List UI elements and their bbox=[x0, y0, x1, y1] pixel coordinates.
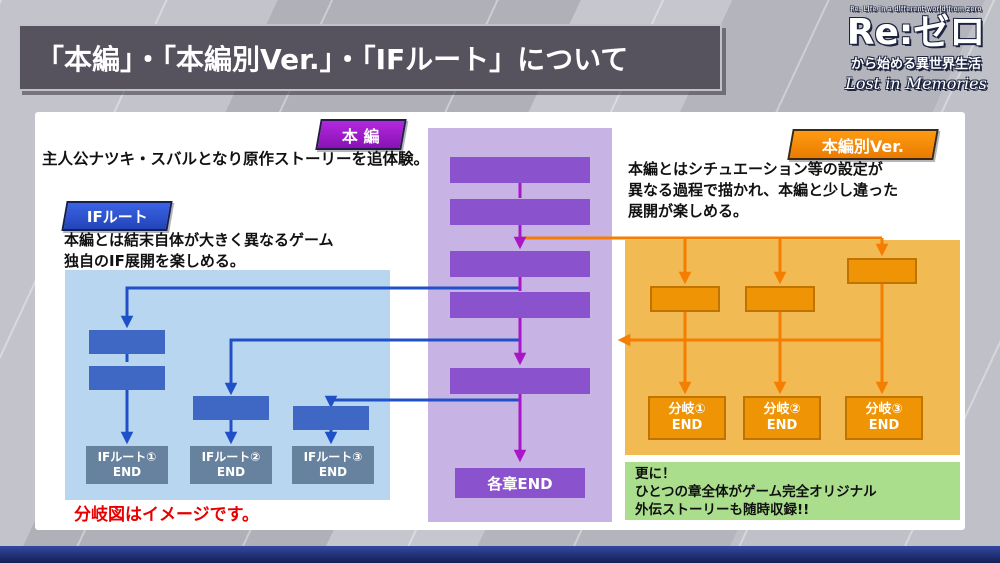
alt-end-2-name: 分岐② bbox=[763, 401, 801, 417]
if-route-badge: IFルート bbox=[61, 201, 173, 231]
if-end-1-label: END bbox=[112, 465, 142, 479]
if-end-box-2: IFルート② END bbox=[190, 446, 272, 484]
alt-desc-line-3: 展開が楽しめる。 bbox=[628, 202, 749, 220]
alt-version-description: 本編とはシチュエーション等の設定が 異なる過程で描かれ、本編と少し違った 展開が… bbox=[628, 159, 898, 222]
main-story-badge-label: 本 編 bbox=[342, 126, 380, 146]
flow-box-if-1b bbox=[89, 366, 165, 390]
extra-info-line-2: ひとつの章全体がゲーム完全オリジナル bbox=[635, 483, 877, 500]
flow-box-alt-1 bbox=[650, 286, 720, 312]
diagram-disclaimer: 分岐図はイメージです。 bbox=[74, 505, 259, 525]
alt-version-badge: 本編別Ver. bbox=[787, 129, 939, 160]
if-end-3-label: END bbox=[318, 465, 348, 479]
alt-end-1-name: 分岐① bbox=[668, 401, 706, 417]
if-desc-line-1: 本編とは結末自体が大きく異なるゲーム bbox=[64, 231, 334, 249]
extra-info-line-1: 更に！ bbox=[635, 466, 676, 482]
title-banner: 「本編」・「本編別Ver.」・「IFルート」について bbox=[18, 24, 722, 91]
if-end-2-name: IFルート② bbox=[201, 450, 261, 464]
alt-version-badge-label: 本編別Ver. bbox=[821, 136, 905, 156]
logo-tagline: Re: Life in a different world from zero bbox=[850, 6, 982, 13]
if-end-box-1: IFルート① END bbox=[86, 446, 168, 484]
flow-box-if-1a bbox=[89, 330, 165, 354]
flow-box-if-2 bbox=[193, 396, 269, 420]
alt-end-box-3: 分岐③ END bbox=[845, 396, 923, 440]
if-route-description: 本編とは結末自体が大きく異なるゲーム 独自のIF展開を楽しめる。 bbox=[64, 230, 334, 272]
flow-box-alt-3 bbox=[847, 258, 917, 284]
logo-script-text: Lost in Memories bbox=[845, 73, 987, 93]
flow-box-main-1 bbox=[450, 157, 590, 183]
logo-subtitle: から始める異世界生活 bbox=[850, 56, 981, 72]
bottom-bar bbox=[0, 546, 1000, 563]
if-end-3-name: IFルート③ bbox=[303, 450, 363, 464]
logo-title: Re:ゼロ bbox=[846, 12, 986, 53]
alt-end-1-label: END bbox=[671, 418, 703, 433]
flow-box-main-3 bbox=[450, 251, 590, 277]
game-logo: Re: Life in a different world from zero … bbox=[838, 6, 994, 93]
alt-end-box-1: 分岐① END bbox=[648, 396, 726, 440]
extra-info-box: 更に！ ひとつの章全体がゲーム完全オリジナル 外伝ストーリーも随時収録!! bbox=[625, 462, 960, 520]
flow-box-main-5 bbox=[450, 368, 590, 394]
if-end-2-label: END bbox=[216, 465, 246, 479]
if-end-box-3: IFルート③ END bbox=[292, 446, 374, 484]
alt-desc-line-1: 本編とはシチュエーション等の設定が bbox=[628, 160, 883, 178]
flow-box-main-2 bbox=[450, 199, 590, 225]
if-route-badge-label: IFルート bbox=[86, 207, 148, 226]
main-story-description: 主人公ナツキ・スバルとなり原作ストーリーを追体験。 bbox=[42, 150, 430, 168]
flow-box-main-4 bbox=[450, 292, 590, 318]
if-end-1-name: IFルート① bbox=[97, 450, 157, 464]
extra-info-line-3: 外伝ストーリーも随時収録!! bbox=[635, 501, 810, 518]
alt-end-box-2: 分岐② END bbox=[743, 396, 821, 440]
page-title: 「本編」・「本編別Ver.」・「IFルート」について bbox=[36, 42, 629, 76]
alt-end-2-label: END bbox=[766, 418, 798, 433]
flow-box-alt-2 bbox=[745, 286, 815, 312]
alt-end-3-name: 分岐③ bbox=[865, 401, 903, 417]
alt-desc-line-2: 異なる過程で描かれ、本編と少し違った bbox=[628, 181, 899, 199]
main-end-box: 各章END bbox=[455, 468, 585, 498]
if-desc-line-2: 独自のIF展開を楽しめる。 bbox=[64, 252, 245, 270]
main-story-region bbox=[428, 128, 612, 522]
alt-end-3-label: END bbox=[868, 418, 900, 433]
flow-box-if-3 bbox=[293, 406, 369, 430]
main-story-badge: 本 編 bbox=[315, 119, 407, 150]
